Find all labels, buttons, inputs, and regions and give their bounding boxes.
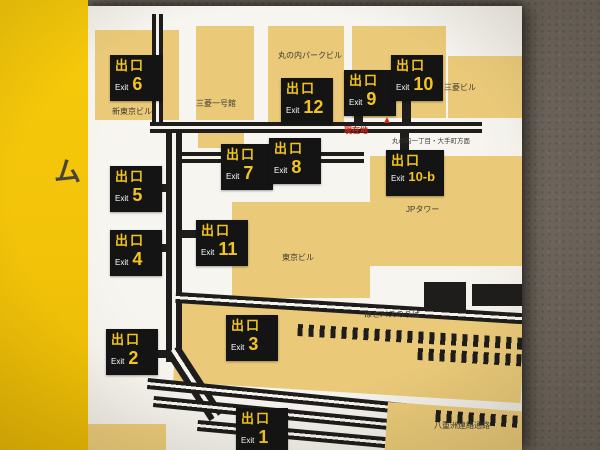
exit-en-label: Exit bbox=[396, 83, 410, 93]
label-mitsubishi-building: 三菱ビル bbox=[444, 83, 476, 92]
building-small-block bbox=[198, 128, 244, 148]
exit-en-label: Exit bbox=[231, 343, 245, 353]
exit-en-label: Exit bbox=[111, 357, 125, 367]
connector-exit-4 bbox=[160, 244, 168, 252]
sign-yellow-edge: ム bbox=[0, 0, 88, 450]
exit-jp-label: 出口 bbox=[241, 411, 272, 426]
exit-en-label: Exit bbox=[115, 258, 129, 268]
label-hato-bus-stop: はとバスのりば bbox=[364, 310, 420, 319]
label-direction-marunouchi-otemachi: 丸の内一丁目・大手町方面 bbox=[392, 138, 470, 145]
current-location-triangle-icon: ▲ bbox=[382, 115, 392, 126]
exit-jp-label: 出口 bbox=[226, 147, 257, 162]
exit-jp-label: 出口 bbox=[274, 141, 305, 156]
label-shin-tokyo-building: 新東京ビル bbox=[112, 107, 152, 116]
exit-en-label: Exit bbox=[391, 174, 405, 184]
exit-jp-label: 出口 bbox=[111, 332, 142, 347]
label-jp-tower: JPタワー bbox=[406, 205, 440, 214]
label-tokyo-building: 東京ビル bbox=[282, 253, 314, 262]
exit-en-label: Exit bbox=[201, 248, 215, 258]
exit-en-label: Exit bbox=[241, 436, 255, 446]
exit-en-label: Exit bbox=[286, 106, 300, 116]
exit-en-label: Exit bbox=[115, 83, 129, 93]
exit-number: 5 bbox=[132, 185, 143, 206]
label-yaesu-passage: 八重洲連絡通路 bbox=[434, 421, 490, 430]
exit-en-label: Exit bbox=[226, 172, 240, 182]
structure-block-1 bbox=[424, 282, 466, 310]
corridor-vertical-main bbox=[166, 122, 182, 362]
exit-number: 9 bbox=[366, 89, 377, 110]
exit-jp-label: 出口 bbox=[231, 318, 262, 333]
current-location-label: 現在地 bbox=[344, 126, 368, 135]
exit-number: 2 bbox=[128, 348, 139, 369]
sign-side-text: ム bbox=[54, 157, 81, 187]
building-mitsubishi bbox=[448, 56, 522, 118]
connector-exit-10b bbox=[400, 131, 409, 153]
area-bottom-left bbox=[88, 424, 166, 450]
exit-number: 7 bbox=[243, 163, 254, 184]
exit-number: 11 bbox=[218, 239, 238, 260]
exit-jp-label: 出口 bbox=[115, 58, 146, 73]
exit-jp-label: 出口 bbox=[396, 58, 427, 73]
building-mitsubishi-ichigokan bbox=[196, 26, 254, 120]
connector-exit-10 bbox=[402, 98, 411, 124]
exit-jp-label: 出口 bbox=[201, 223, 232, 238]
corridor-horizontal-main bbox=[150, 122, 482, 133]
connector-exit-11 bbox=[182, 230, 208, 238]
exit-jp-label: 出口 bbox=[349, 73, 380, 88]
exit-jp-label: 出口 bbox=[391, 153, 422, 168]
connector-exit-5 bbox=[158, 184, 168, 192]
exit-en-label: Exit bbox=[274, 166, 288, 176]
connector-exit-9 bbox=[354, 110, 363, 124]
exit-number: 1 bbox=[258, 427, 269, 448]
exit-number: 6 bbox=[132, 74, 143, 95]
label-mitsubishi-ichigokan: 三菱一号館 bbox=[196, 99, 236, 108]
exit-number: 8 bbox=[291, 157, 302, 178]
exit-number: 4 bbox=[132, 249, 143, 270]
exit-number: 12 bbox=[303, 97, 324, 118]
exit-jp-label: 出口 bbox=[115, 233, 146, 248]
exit-en-label: Exit bbox=[115, 194, 129, 204]
structure-block-2 bbox=[472, 284, 522, 306]
exit-jp-label: 出口 bbox=[115, 169, 146, 184]
building-tokyo bbox=[232, 202, 370, 298]
exit-en-label: Exit bbox=[349, 98, 363, 108]
exit-number: 3 bbox=[248, 334, 259, 355]
exit-number: 10-b bbox=[408, 169, 436, 185]
label-marunouchi-park-building: 丸の内パークビル bbox=[278, 51, 342, 60]
exit-number: 10 bbox=[413, 74, 434, 95]
connector-exit-2 bbox=[156, 350, 168, 358]
exit-jp-label: 出口 bbox=[286, 81, 317, 96]
